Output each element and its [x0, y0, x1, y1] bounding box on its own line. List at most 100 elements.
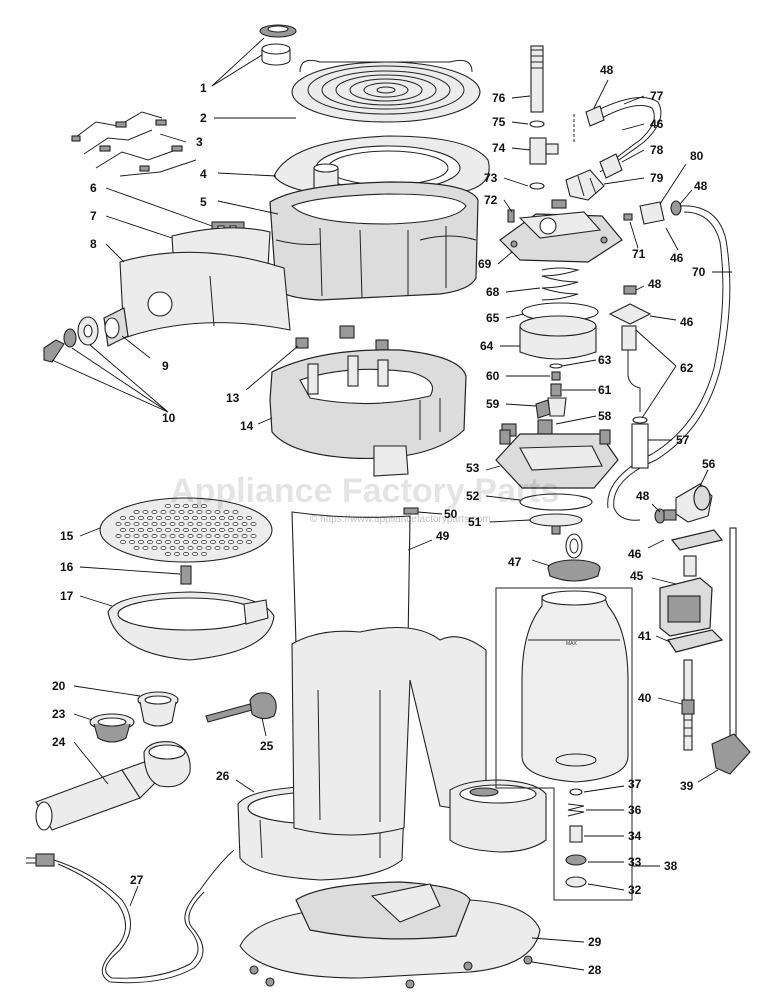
shower-hole: [187, 534, 194, 538]
shower-hole: [124, 534, 131, 538]
shower-hole: [165, 528, 171, 532]
shower-hole: [192, 504, 198, 508]
part-48-fitting-lower: [654, 508, 677, 524]
part-64-cylinder: [519, 315, 597, 360]
shower-hole: [178, 510, 185, 514]
label-13: 13: [226, 391, 240, 405]
shower-hole: [147, 540, 153, 544]
label-16: 16: [60, 560, 74, 574]
part-77-tube: [585, 97, 662, 173]
shower-hole: [228, 516, 234, 520]
shower-hole: [214, 534, 221, 538]
label-48a: 48: [600, 63, 614, 77]
shower-hole: [165, 516, 171, 520]
part-53-boiler-base: [495, 429, 619, 489]
shower-hole: [196, 522, 203, 526]
label-64: 64: [480, 339, 494, 353]
part-76-steam-tube: [530, 45, 544, 113]
shower-hole: [169, 510, 176, 514]
label-79: 79: [650, 171, 664, 185]
part-50-clip: [403, 507, 419, 515]
shower-hole: [142, 522, 149, 526]
shower-hole: [151, 546, 158, 550]
label-48c: 48: [648, 277, 662, 291]
part-28-screws-feet: [249, 955, 533, 989]
part-36-spring: [567, 803, 585, 817]
shower-hole: [115, 522, 122, 526]
shower-hole: [205, 534, 212, 538]
label-8: 8: [90, 237, 97, 251]
part-20-filter-basket: [137, 691, 179, 727]
shower-hole: [232, 534, 239, 538]
shower-hole: [223, 522, 230, 526]
part-56-pump-valve: [675, 483, 713, 523]
part-61-spring: [550, 383, 562, 397]
part-32-cap: [565, 876, 587, 888]
shower-hole: [214, 522, 221, 526]
label-56: 56: [702, 457, 716, 471]
label-25: 25: [260, 739, 274, 753]
part-48-fitting-mid: [623, 285, 637, 295]
shower-hole: [138, 516, 144, 520]
part-70-hose: [607, 205, 731, 521]
part-71-pin: [623, 213, 633, 221]
shower-hole: [210, 540, 216, 544]
label-1: 1: [200, 81, 207, 95]
shower-hole: [124, 522, 131, 526]
shower-hole: [160, 546, 167, 550]
shower-hole: [228, 540, 234, 544]
shower-hole: [196, 546, 203, 550]
label-53: 53: [466, 461, 480, 475]
part-14-chassis: [269, 349, 467, 477]
shower-hole: [178, 534, 185, 538]
shower-hole: [183, 540, 189, 544]
label-49: 49: [436, 529, 450, 543]
shower-hole: [201, 540, 207, 544]
part-78-connector: [599, 153, 623, 179]
label-46b: 46: [670, 251, 684, 265]
shower-hole: [165, 552, 171, 556]
label-2: 2: [200, 111, 207, 125]
part-34-valve: [569, 825, 583, 843]
shower-hole: [120, 540, 126, 544]
shower-hole: [174, 504, 180, 508]
shower-hole: [151, 510, 158, 514]
part-23-filter: [89, 713, 135, 743]
shower-hole: [151, 534, 158, 538]
shower-hole: [187, 510, 194, 514]
part-29-bottom-plate: [239, 881, 541, 979]
label-63: 63: [598, 353, 612, 367]
part-17-drip-tray: [107, 591, 275, 661]
shower-hole: [120, 516, 126, 520]
shower-hole: [192, 528, 198, 532]
shower-hole: [169, 546, 176, 550]
part-63-washer: [549, 363, 563, 369]
part-60-pin: [551, 371, 561, 381]
label-9: 9: [162, 359, 169, 373]
label-59: 59: [486, 397, 500, 411]
shower-hole: [214, 510, 221, 514]
shower-hole: [205, 546, 212, 550]
part-24-portafilter: [35, 741, 191, 831]
label-45: 45: [630, 569, 644, 583]
shower-hole: [223, 510, 230, 514]
label-7: 7: [90, 209, 97, 223]
shower-hole: [133, 546, 140, 550]
label-40: 40: [638, 691, 652, 705]
label-60: 60: [486, 369, 500, 383]
shower-hole: [183, 504, 189, 508]
label-68: 68: [486, 285, 500, 299]
shower-hole: [205, 522, 212, 526]
label-77: 77: [650, 89, 664, 103]
label-38: 38: [664, 859, 678, 873]
label-73: 73: [484, 171, 498, 185]
shower-hole: [156, 540, 162, 544]
part-80-adapter: [639, 201, 665, 225]
shower-hole: [210, 516, 216, 520]
label-33: 33: [628, 855, 642, 869]
shower-hole: [250, 522, 257, 526]
shower-hole: [250, 534, 257, 538]
shower-hole: [165, 504, 171, 508]
label-39: 39: [680, 779, 694, 793]
